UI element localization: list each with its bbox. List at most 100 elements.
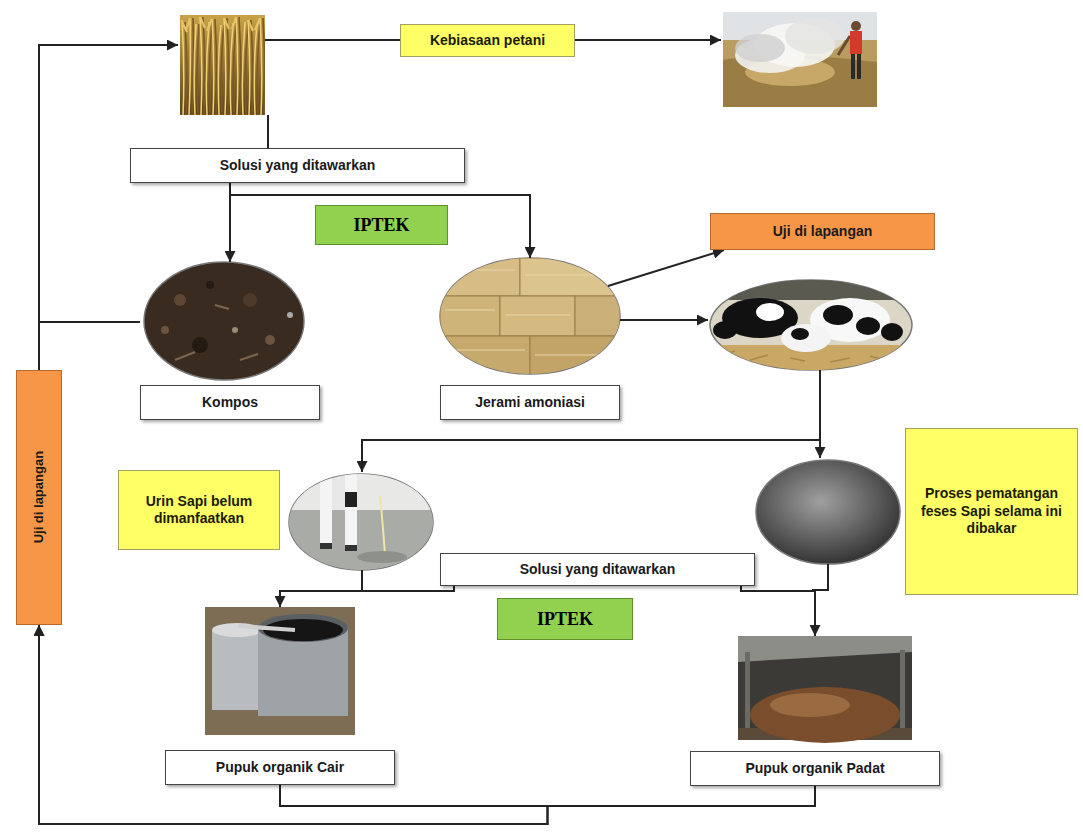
flow-line — [39, 40, 828, 590]
liquid-fertilizer-photo-part — [205, 607, 355, 735]
cattle-photo-part — [710, 280, 912, 370]
rice-field-photo-part — [182, 17, 262, 115]
cattle-photo-part — [881, 323, 903, 341]
note-callout: Urin Sapi belum dimanfaatkan — [118, 470, 280, 550]
flow-line-part — [620, 319, 708, 321]
cow-urine-photo-part — [320, 543, 332, 549]
ammoniated-straw-photo-part — [440, 336, 530, 375]
flow-line-part — [361, 570, 363, 590]
burning-straw-photo-part — [838, 36, 850, 55]
liquid-fertilizer-photo-part — [212, 630, 262, 710]
flow-line-part — [39, 45, 178, 370]
habit-callout: Kebiasaan petani — [400, 24, 575, 57]
burning-straw-photo-part — [785, 18, 845, 54]
flow-line-part — [267, 115, 269, 148]
ammoniated-straw-photo-part — [440, 296, 500, 336]
liquid-fertilizer-node: Pupuk organik Cair — [165, 607, 395, 785]
cattle-photo-part — [823, 305, 853, 325]
compost-photo-part — [144, 262, 304, 380]
flow-line-part — [265, 39, 400, 41]
flow-line-part — [575, 39, 721, 41]
flow-connector — [39, 625, 548, 824]
solid-fertilizer-node: Pupuk organik Padat — [690, 636, 940, 786]
cow-urine-photo-part — [380, 496, 385, 555]
rice-field-photo-part — [180, 15, 265, 115]
photo-caption: Kompos — [140, 385, 320, 421]
technology-box: IPTEK — [315, 205, 448, 245]
solution-box: Solusi yang ditawarkan — [440, 553, 755, 586]
liquid-fertilizer-photo-part — [238, 626, 295, 630]
compost-photo-part — [232, 327, 238, 333]
cattle-photo-part — [791, 328, 809, 340]
ammoniated-straw-node: Jerami amoniasi — [440, 258, 620, 420]
compost-photo — [144, 262, 304, 380]
field-test-box: Uji di lapangan — [16, 370, 62, 625]
cow-urine-photo-part — [357, 551, 407, 563]
liquid-fertilizer-photo-part — [212, 623, 262, 637]
cow-urine-photo-part — [345, 545, 357, 551]
burning-straw-photo — [723, 12, 877, 107]
flow-connector — [39, 322, 140, 370]
compost-photo-part — [206, 281, 214, 289]
burning-straw-photo-part — [851, 53, 855, 79]
box-label: Solusi yang ditawarkan — [220, 157, 376, 175]
solution-box: Solusi yang ditawarkan — [130, 148, 465, 183]
flow-connector — [608, 250, 724, 286]
rice-field-photo — [180, 15, 265, 115]
ammoniated-straw-photo-part — [440, 258, 520, 296]
ammoniated-straw-photo-part — [440, 258, 620, 375]
cow-urine-photo-part — [289, 474, 434, 510]
solid-fertilizer-photo-part — [770, 693, 850, 717]
cow-urine-photo-part — [289, 510, 434, 572]
box-label: Urin Sapi belum dimanfaatkan — [128, 493, 270, 528]
compost-photo-part — [161, 326, 169, 334]
flow-connector — [39, 625, 815, 824]
photo-caption: Jerami amoniasi — [440, 385, 620, 421]
note-callout: Proses pematangan feses Sapi selama ini … — [905, 428, 1078, 595]
compost-photo-part — [287, 312, 293, 318]
flow-line-part — [362, 370, 820, 472]
burning-straw-photo-part — [850, 31, 862, 54]
compost-photo-part — [161, 281, 293, 360]
compost-photo-part — [192, 337, 208, 353]
cow-feces-photo-part — [756, 460, 900, 564]
compost-photo-part — [265, 335, 275, 345]
solid-fertilizer-photo-part — [745, 652, 750, 740]
flow-connector — [741, 586, 815, 636]
cow-urine-photo-part — [289, 474, 434, 572]
compost-node: Kompos — [140, 262, 320, 420]
box-label: Solusi yang ditawarkan — [520, 561, 676, 579]
ammoniated-straw-photo-part — [520, 258, 620, 296]
flow-connector — [230, 183, 530, 258]
box-label: Kebiasaan petani — [430, 32, 545, 50]
cattle-photo-part — [856, 317, 880, 335]
flow-connector — [280, 586, 454, 607]
cattle-photo-part — [713, 321, 737, 339]
ammoniated-straw-photo-part — [445, 270, 615, 355]
ammoniated-straw-photo-part — [575, 296, 620, 336]
burning-straw-photo-part — [723, 12, 877, 107]
cattle-photo-part — [710, 280, 912, 370]
solid-fertilizer-photo — [738, 636, 912, 743]
flow-line-part — [819, 440, 821, 458]
cattle-photo-part — [781, 324, 831, 352]
box-label: IPTEK — [353, 214, 409, 237]
compost-photo-part — [243, 293, 257, 307]
technology-box: IPTEK — [497, 598, 633, 640]
cow-urine-photo-part — [345, 492, 357, 507]
compost-photo-part — [175, 305, 258, 360]
ammoniated-straw-photo — [440, 258, 620, 375]
burning-straw-photo-part — [857, 53, 861, 79]
cow-urine-photo-part — [345, 474, 357, 548]
cattle-photo-part — [720, 351, 885, 362]
solid-fertilizer-photo-part — [750, 687, 900, 743]
solid-fertilizer-photo-part — [738, 636, 912, 662]
ammoniated-straw-photo-part — [440, 258, 620, 374]
box-label: Uji di lapangan — [31, 451, 47, 543]
cattle-photo — [710, 280, 912, 370]
field-test-box: Uji di lapangan — [710, 213, 935, 250]
photo-caption: Pupuk organik Cair — [165, 750, 395, 786]
rice-field-photo-part — [182, 17, 260, 32]
